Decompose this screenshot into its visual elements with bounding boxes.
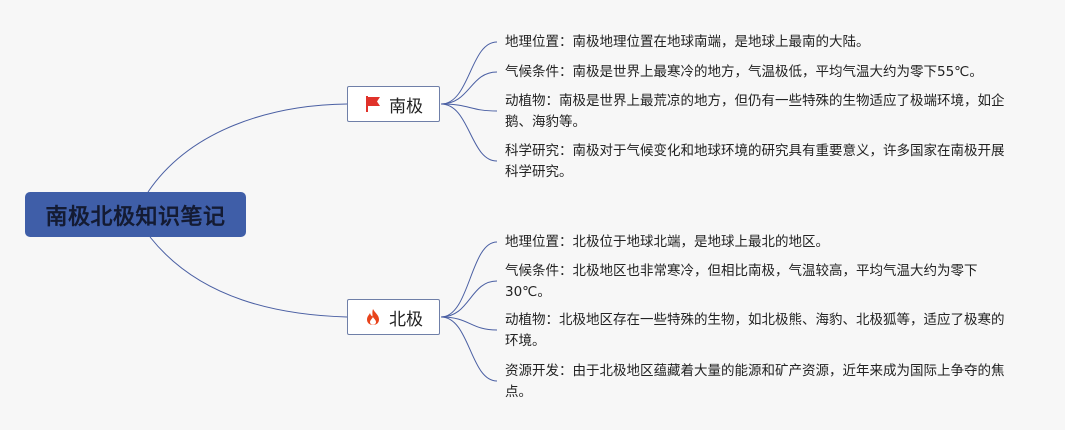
root-to-north-link xyxy=(149,236,348,318)
north-leaf-link-3 xyxy=(440,316,498,331)
south-leaf-link-4 xyxy=(440,103,498,162)
south-item-wildlife[interactable]: 动植物：南极是世界上最荒凉的地方，但仍有一些特殊的生物适应了极端环境，如企鹅、海… xyxy=(505,93,1005,130)
south-leaf-link-2 xyxy=(440,71,498,105)
red-flag-icon xyxy=(364,95,382,113)
north-item-climate[interactable]: 气候条件：北极地区也非常寒冷，但相比南极，气温较高，平均气温大约为零下30℃。 xyxy=(505,263,978,300)
north-leaf-link-2 xyxy=(440,280,498,318)
north-item-wildlife[interactable]: 动植物：北极地区存在一些特殊的生物，如北极熊、海豹、北极狐等，适应了极寒的环境。 xyxy=(505,312,1005,349)
south-item-research[interactable]: 科学研究：南极对于气候变化和地球环境的研究具有重要意义，许多国家在南极开展科学研… xyxy=(505,143,1005,180)
south-item-climate[interactable]: 气候条件：南极是世界上最寒冷的地方，气温极低，平均气温大约为零下55℃。 xyxy=(505,64,983,80)
root-to-south-link xyxy=(147,103,348,193)
north-item-resources[interactable]: 资源开发：由于北极地区蕴藏着大量的能源和矿产资源，近年来成为国际上争夺的焦点。 xyxy=(505,363,1005,400)
branch-north-pole[interactable]: 北极 xyxy=(347,299,440,335)
north-leaf-link-1 xyxy=(440,241,498,318)
fire-icon xyxy=(364,308,382,326)
root-topic[interactable]: 南极北极知识笔记 xyxy=(25,192,246,237)
south-leaf-link-3 xyxy=(440,103,498,112)
branch-north-label: 北极 xyxy=(389,309,423,330)
south-item-geography[interactable]: 地理位置：南极地理位置在地球南端，是地球上最南的大陆。 xyxy=(505,34,870,50)
branch-south-pole[interactable]: 南极 xyxy=(347,86,440,122)
branch-south-label: 南极 xyxy=(389,96,423,117)
north-item-geography[interactable]: 地理位置：北极位于地球北端，是地球上最北的地区。 xyxy=(505,234,829,250)
south-leaf-link-1 xyxy=(440,41,498,105)
north-leaf-link-4 xyxy=(440,316,498,382)
root-title: 南极北极知识笔记 xyxy=(45,204,226,230)
